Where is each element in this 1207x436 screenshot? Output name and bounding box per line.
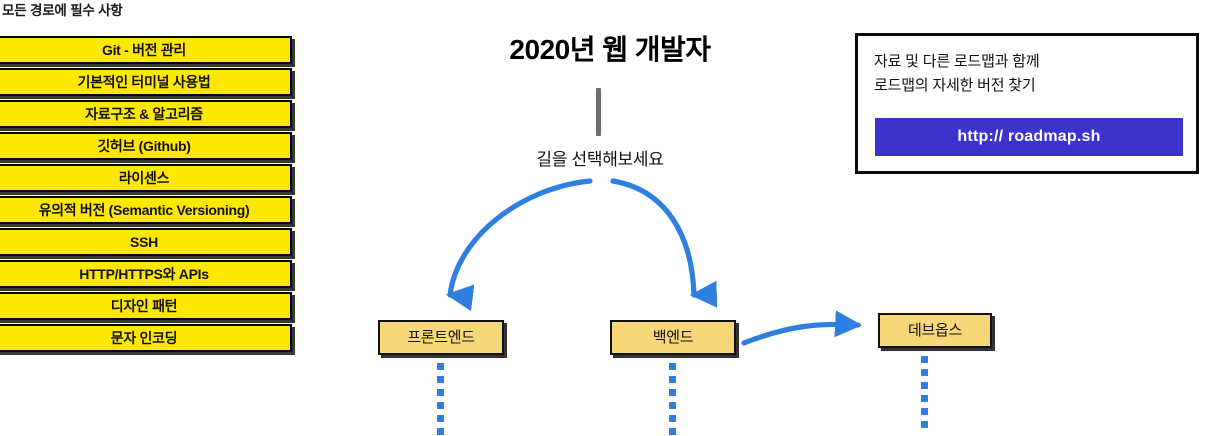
essential-item-semantic-versioning[interactable]: 유의적 버전 (Semantic Versioning) (0, 196, 292, 224)
essentials-list: Git - 버전 관리 기본적인 터미널 사용법 자료구조 & 알고리즘 깃허브… (0, 36, 292, 356)
path-box-backend[interactable]: 백엔드 (610, 320, 736, 355)
essential-item-label: Git - 버전 관리 (102, 42, 186, 58)
path-box-frontend[interactable]: 프론트엔드 (378, 320, 504, 355)
essential-item-data-structures[interactable]: 자료구조 & 알고리즘 (0, 100, 292, 128)
dotted-trail-frontend (437, 363, 444, 436)
essential-item-label: 디자인 패턴 (110, 298, 178, 314)
essential-item-label: 유의적 버전 (Semantic Versioning) (38, 202, 250, 218)
title-stem-line (596, 88, 601, 136)
essential-item-licenses[interactable]: 라이센스 (0, 164, 292, 192)
essential-item-label: 문자 인코딩 (110, 330, 178, 346)
info-box-line-2: 로드맵의 자세한 버전 찾기 (874, 77, 1036, 95)
essential-item-ssh[interactable]: SSH (0, 228, 292, 256)
essential-item-label: 기본적인 터미널 사용법 (77, 74, 211, 90)
dotted-trail-devops (921, 356, 928, 434)
path-box-label: 프론트엔드 (407, 329, 475, 346)
essential-item-label: 자료구조 & 알고리즘 (85, 106, 203, 122)
arrow-backend-to-devops (741, 310, 863, 346)
essential-item-label: 깃허브 (Github) (97, 138, 191, 154)
page-title: 2020년 웹 개발자 (509, 34, 711, 65)
essential-item-label: SSH (130, 234, 158, 250)
essential-item-git[interactable]: Git - 버전 관리 (0, 36, 292, 64)
essential-item-design-patterns[interactable]: 디자인 패턴 (0, 292, 292, 320)
roadmap-link-label: http:// roadmap.sh (957, 128, 1101, 145)
essential-item-terminal[interactable]: 기본적인 터미널 사용법 (0, 68, 292, 96)
essential-item-label: HTTP/HTTPS와 APIs (79, 266, 209, 282)
choose-path-label: 길을 선택해보세요 (536, 150, 664, 169)
essential-item-character-encoding[interactable]: 문자 인코딩 (0, 324, 292, 352)
essentials-heading: 모든 경로에 필수 사항 (2, 3, 123, 18)
info-box-text: 자료 및 다른 로드맵과 함께 로드맵의 자세한 버전 찾기 (874, 50, 1040, 99)
info-box: 자료 및 다른 로드맵과 함께 로드맵의 자세한 버전 찾기 http:// r… (855, 33, 1199, 174)
essential-item-http-apis[interactable]: HTTP/HTTPS와 APIs (0, 260, 292, 288)
essential-item-label: 라이센스 (118, 170, 170, 186)
roadmap-link-button[interactable]: http:// roadmap.sh (875, 118, 1183, 156)
path-box-label: 백엔드 (652, 329, 694, 346)
arrow-to-frontend (445, 178, 593, 312)
path-box-label: 데브옵스 (907, 322, 962, 339)
essential-item-github[interactable]: 깃허브 (Github) (0, 132, 292, 160)
dotted-trail-backend (669, 363, 676, 436)
info-box-line-1: 자료 및 다른 로드맵과 함께 (874, 53, 1040, 70)
path-box-devops[interactable]: 데브옵스 (878, 313, 992, 348)
arrow-to-backend (610, 178, 718, 308)
